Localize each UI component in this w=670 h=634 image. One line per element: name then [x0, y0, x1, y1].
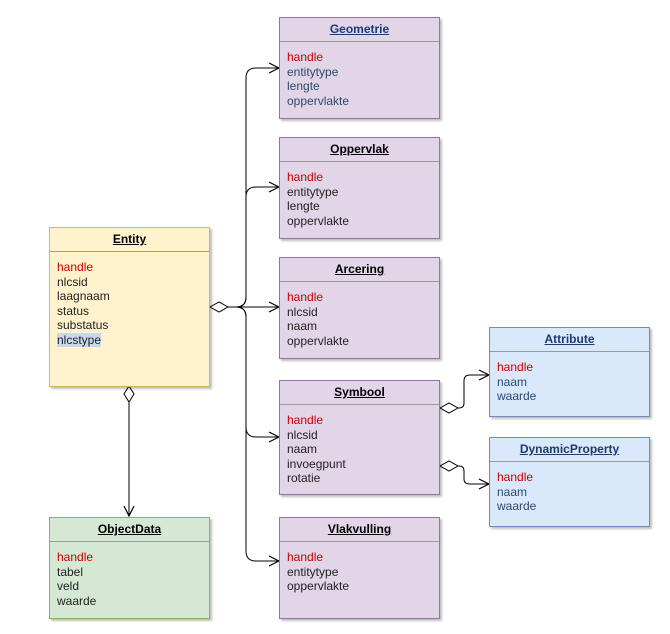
attribute-row: lengte: [287, 199, 320, 214]
attribute-row: invoegpunt: [287, 456, 346, 471]
class-vlakvulling[interactable]: Vlakvulling handle entitytype oppervlakt…: [279, 517, 440, 619]
attribute-row: veld: [57, 579, 80, 594]
aggregation-diamond-symbool-attribute: [438, 402, 460, 414]
attribute-list: handle entitytype lengte oppervlakte: [280, 42, 439, 108]
edge-entity-symbool: [228, 306, 279, 437]
class-entity[interactable]: Entity handle nlcsid laagnaam status sub…: [49, 227, 210, 387]
attribute-row: entitytype: [287, 564, 339, 579]
aggregation-diamond-entity-objectdata: [123, 385, 135, 403]
attribute-row: waarde: [497, 499, 537, 514]
attribute-row: naam: [287, 319, 318, 334]
attribute-row: handle: [287, 550, 324, 564]
attribute-row: nlcsid: [287, 304, 318, 319]
attribute-row: naam: [497, 484, 528, 499]
edge-entity-vlakvulling: [228, 306, 279, 561]
edge-symbool-dynamicproperty: [458, 465, 489, 484]
attribute-row: waarde: [57, 593, 97, 608]
attribute-row: handle: [497, 470, 534, 484]
selected-attribute[interactable]: nlcstype: [57, 332, 102, 347]
attribute-row: rotatie: [287, 471, 321, 486]
aggregation-diamond-entity: [208, 301, 230, 313]
attribute-row: handle: [287, 413, 324, 427]
attribute-row: handle: [57, 260, 94, 274]
attribute-list: handle naam waarde: [490, 462, 649, 514]
class-oppervlak[interactable]: Oppervlak handle entitytype lengte opper…: [279, 137, 440, 239]
attribute-row: naam: [497, 374, 528, 389]
attribute-list: handle nlcsid naam oppervlakte: [280, 282, 439, 348]
class-title: Geometrie: [280, 18, 439, 42]
attribute-row: substatus: [57, 318, 109, 333]
class-title: Attribute: [490, 328, 649, 352]
attribute-list: handle nlcsid naam invoegpunt rotatie: [280, 405, 439, 486]
class-arcering[interactable]: Arcering handle nlcsid naam oppervlakte: [279, 257, 440, 359]
attribute-row: oppervlakte: [287, 213, 350, 228]
class-title: ObjectData: [50, 518, 209, 542]
attribute-row: waarde: [497, 389, 537, 404]
attribute-row: entitytype: [287, 64, 339, 79]
attribute-row: handle: [287, 50, 324, 64]
attribute-row: handle: [497, 360, 534, 374]
attribute-list: handle entitytype lengte oppervlakte: [280, 162, 439, 228]
attribute-row: handle: [287, 170, 324, 184]
attribute-row: entitytype: [287, 184, 339, 199]
class-title: DynamicProperty: [490, 438, 649, 462]
attribute-row: nlcsid: [57, 274, 88, 289]
attribute-row: oppervlakte: [287, 579, 350, 594]
class-title: Symbool: [280, 381, 439, 405]
class-dynamicproperty[interactable]: DynamicProperty handle naam waarde: [489, 437, 650, 527]
class-title: Vlakvulling: [280, 518, 439, 542]
attribute-row: tabel: [57, 564, 84, 579]
attribute-row: status: [57, 303, 90, 318]
class-geometrie[interactable]: Geometrie handle entitytype lengte opper…: [279, 17, 440, 119]
attribute-row: naam: [287, 442, 318, 457]
edge-entity-oppervlak: [228, 187, 279, 308]
class-objectdata[interactable]: ObjectData handle tabel veld waarde: [49, 517, 210, 619]
attribute-row: handle: [287, 290, 324, 304]
attribute-row: laagnaam: [57, 289, 110, 304]
class-title: Entity: [50, 228, 209, 252]
attribute-row: nlcstype: [57, 332, 209, 348]
attribute-list: handle nlcsid laagnaam status substatus …: [50, 252, 209, 348]
class-symbool[interactable]: Symbool handle nlcsid naam invoegpunt ro…: [279, 380, 440, 495]
attribute-list: handle entitytype oppervlakte: [280, 542, 439, 594]
attribute-row: nlcsid: [287, 427, 318, 442]
attribute-list: handle naam waarde: [490, 352, 649, 404]
aggregation-diamond-symbool-dynamicproperty: [438, 460, 460, 472]
class-title: Oppervlak: [280, 138, 439, 162]
class-title: Arcering: [280, 258, 439, 282]
attribute-row: lengte: [287, 79, 320, 94]
attribute-row: oppervlakte: [287, 93, 350, 108]
attribute-row: oppervlakte: [287, 333, 350, 348]
attribute-list: handle tabel veld waarde: [50, 542, 209, 608]
attribute-row: handle: [57, 550, 94, 564]
edge-symbool-attribute: [458, 375, 489, 409]
class-attribute[interactable]: Attribute handle naam waarde: [489, 327, 650, 417]
